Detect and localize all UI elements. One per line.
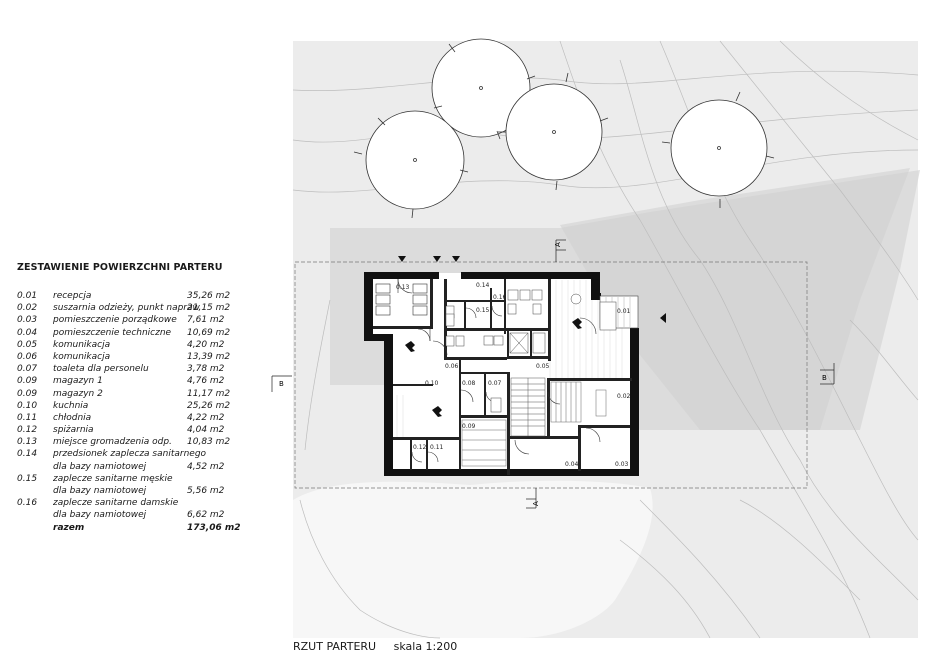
legend-room-number: 0.09 — [17, 376, 38, 387]
legend-room-number: 0.04 — [17, 327, 38, 338]
legend-room-area: 6,62 m2 — [187, 510, 225, 521]
legend-room-area: 173,06 m2 — [187, 522, 241, 533]
room-label-012: 0.12 — [413, 444, 427, 451]
legend-room-area: 11,17 m2 — [187, 388, 231, 399]
legend-room-number: 0.10 — [17, 400, 38, 411]
legend-room-area: 25,26 m2 — [187, 400, 231, 411]
legend-room-name: komunikacja — [53, 351, 111, 362]
legend-room-name: pomieszczenie techniczne — [53, 327, 172, 338]
legend-room-number: 0.06 — [17, 351, 38, 362]
tree — [353, 110, 469, 219]
room-label-002: 0.02 — [617, 393, 631, 400]
plan-caption: RZUT PARTERU skala 1:200 — [293, 640, 471, 653]
room-label-008: 0.08 — [462, 380, 476, 387]
legend-title: ZESTAWIENIE POWIERZCHNI PARTERU — [17, 262, 223, 273]
plan-title: RZUT PARTERU — [293, 640, 377, 653]
legend-room-area: 3,78 m2 — [187, 364, 225, 375]
tree — [431, 38, 536, 140]
legend-room-name: dla bazy namiotowej — [53, 510, 147, 521]
legend-room-number: 0.16 — [17, 498, 38, 509]
legend-room-area: 10,69 m2 — [187, 327, 231, 338]
legend-room-name: spiżarnia — [53, 425, 94, 436]
exterior-walls — [364, 272, 639, 476]
room-label-009: 0.09 — [462, 423, 476, 430]
legend-room-area: 4,04 m2 — [187, 425, 225, 436]
legend-room-name: dla bazy namiotowej — [53, 461, 147, 472]
legend-room-area: 5,56 m2 — [187, 486, 225, 496]
waste-bins — [375, 283, 428, 316]
legend-room-number: 0.11 — [17, 412, 38, 423]
legend-room-area: 7,61 m2 — [187, 315, 225, 326]
room-label-011: 0.11 — [430, 444, 444, 451]
legend-room-name: kuchnia — [53, 400, 89, 411]
room-label-016: 0.16 — [493, 294, 507, 301]
entry-arrows — [398, 256, 666, 323]
legend-room-name: recepcja — [53, 291, 92, 301]
room-label-013: 0.13 — [396, 284, 410, 291]
section-mark-a-bottom: A — [532, 501, 540, 506]
plan-scale: skala 1:200 — [393, 640, 458, 653]
room-label-015: 0.15 — [476, 307, 490, 314]
legend-room-name: razem — [53, 522, 85, 533]
room-label-003: 0.03 — [615, 461, 629, 468]
legend-room-area: 4,20 m2 — [187, 339, 225, 350]
section-mark-b-right: B — [822, 374, 827, 382]
room-label-001: 0.01 — [617, 308, 631, 315]
legend-room-name: pomieszczenie porządkowe — [53, 315, 177, 326]
legend-room-number: 0.02 — [17, 303, 38, 314]
legend-room-name: chłodnia — [53, 412, 92, 423]
legend-room-name: magazyn 1 — [53, 376, 103, 387]
room-label-005: 0.05 — [536, 363, 550, 370]
legend-room-name: zaplecze sanitarne męskie — [53, 473, 173, 484]
legend-room-number: 0.12 — [17, 425, 38, 436]
legend-room-area: 35,26 m2 — [187, 291, 231, 301]
kitchen-equipment — [461, 381, 607, 467]
flow-symbols — [405, 318, 582, 417]
doors — [397, 278, 601, 463]
legend-room-number: 0.13 — [17, 437, 38, 448]
legend-room-number: 0.15 — [17, 473, 38, 484]
interior-walls — [373, 279, 632, 475]
legend-room-number: 0.05 — [17, 339, 38, 350]
legend-room-name: toaleta dla personelu — [53, 364, 149, 375]
section-mark-b-left: B — [279, 380, 284, 388]
room-label-007: 0.07 — [488, 380, 502, 387]
legend-room-area: 10,83 m2 — [187, 437, 231, 448]
legend-room-area: 13,39 m2 — [187, 351, 231, 362]
room-label-010: 0.10 — [425, 380, 439, 387]
trees — [353, 38, 775, 219]
legend-room-area: 4,76 m2 — [187, 376, 225, 387]
legend-room-number: 0.14 — [17, 449, 38, 460]
tree — [661, 91, 775, 208]
staircase — [510, 377, 546, 437]
legend-room-area: 4,22 m2 — [187, 412, 225, 423]
roof-outline — [294, 261, 808, 489]
legend-room-name: przedsionek zaplecza sanitarnego — [53, 449, 207, 460]
tree — [498, 72, 609, 191]
section-mark-a-top: A — [554, 242, 562, 247]
legend-room-number: 0.03 — [17, 315, 38, 326]
section-lines — [271, 239, 835, 509]
legend-room-name: miejsce gromadzenia odp. — [53, 437, 172, 448]
legend-room-area: 4,52 m2 — [187, 461, 225, 472]
legend-room-name: suszarnia odzieży, punkt napraw — [53, 303, 200, 314]
sanitary-fixtures — [445, 289, 617, 413]
legend-room-name: komunikacja — [53, 339, 111, 350]
legend-room-number: 0.09 — [17, 388, 38, 399]
room-label-004: 0.04 — [565, 461, 579, 468]
room-label-014: 0.14 — [476, 282, 490, 289]
legend-room-area: 21,15 m2 — [187, 303, 231, 314]
legend-room-name: zaplecze sanitarne damskie — [53, 498, 179, 509]
paved-area — [293, 480, 653, 638]
legend-room-name: dla bazy namiotowej — [53, 486, 147, 496]
legend-room-name: magazyn 2 — [53, 388, 103, 399]
legend-room-number: 0.07 — [17, 364, 38, 375]
room-label-006: 0.06 — [445, 363, 459, 370]
legend-room-number: 0.01 — [17, 291, 38, 301]
